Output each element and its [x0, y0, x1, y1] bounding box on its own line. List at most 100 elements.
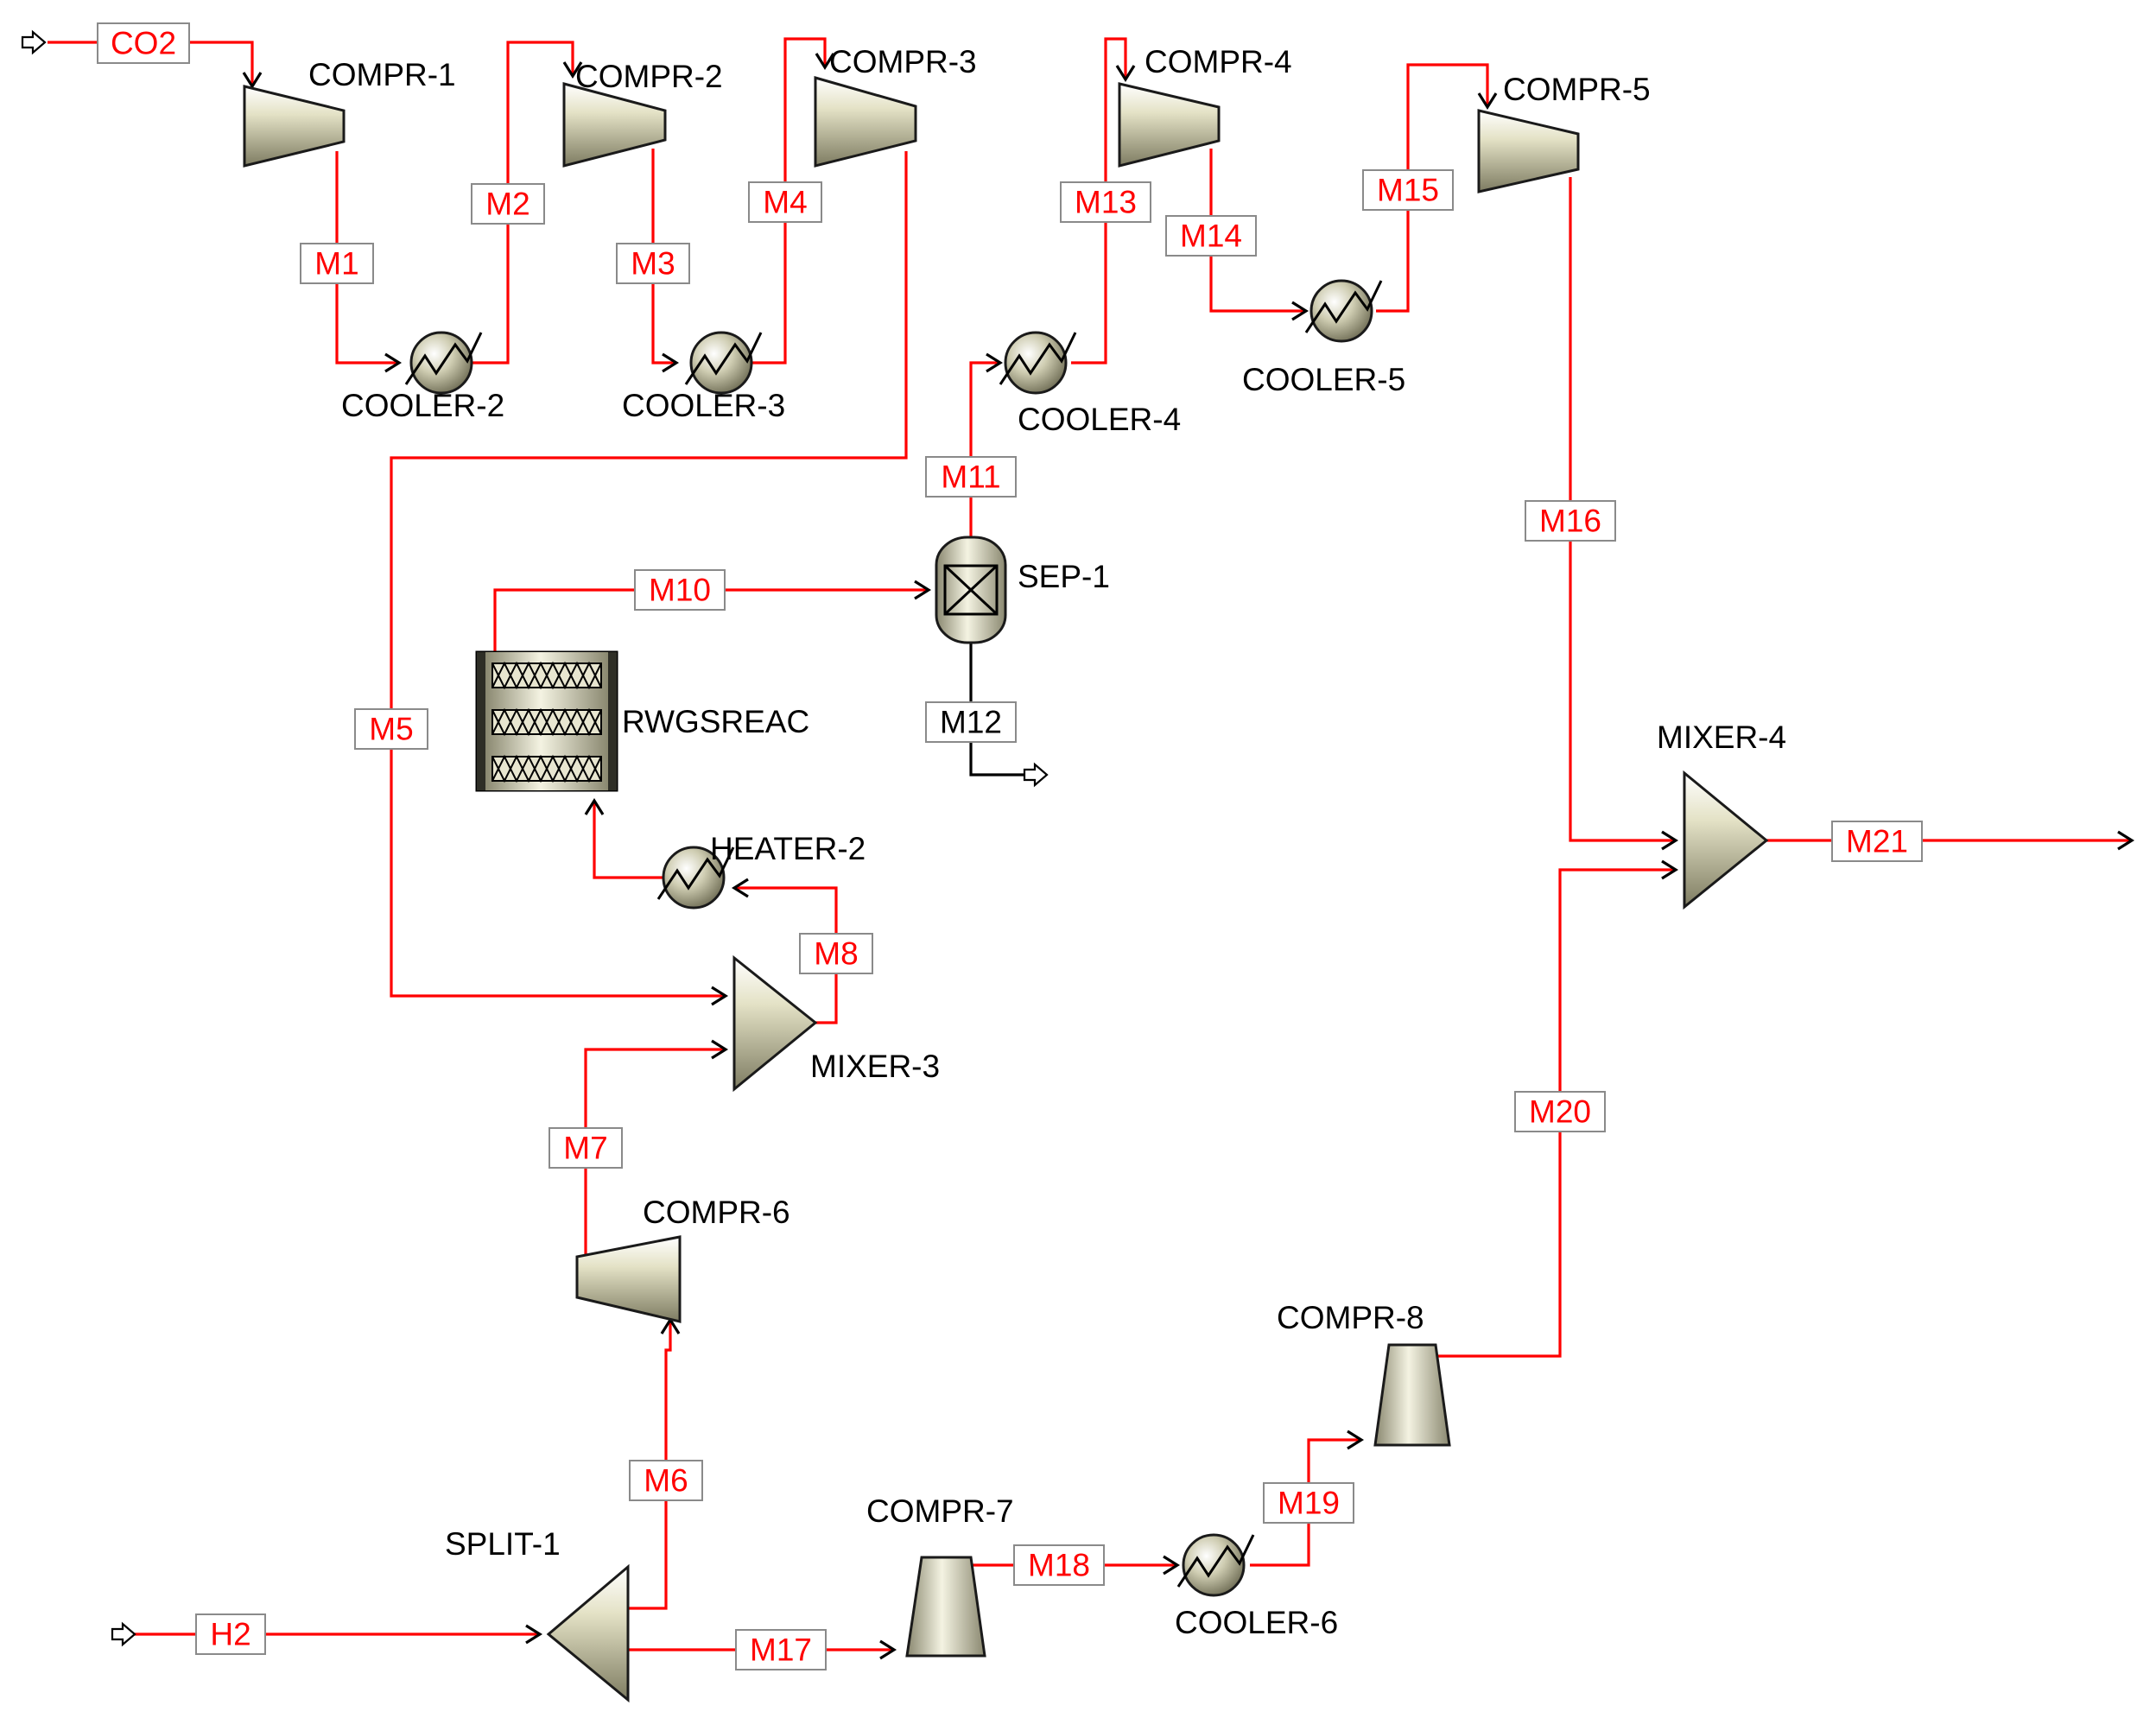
stream-label-m20[interactable]: M20 — [1514, 1091, 1606, 1132]
compr5-compressor-icon[interactable] — [1477, 109, 1580, 193]
arrowhead-icon — [1163, 1555, 1181, 1575]
compr4-compressor-icon[interactable] — [1118, 82, 1221, 168]
stream-label-co2[interactable]: CO2 — [97, 22, 190, 64]
arrowhead-icon — [1661, 830, 1679, 851]
compr7-compressor-icon[interactable] — [905, 1556, 986, 1658]
cooler5-heat-exchanger-icon[interactable] — [1304, 279, 1383, 343]
stream-label-m5-text: M5 — [369, 712, 413, 747]
stream-label-m5[interactable]: M5 — [354, 708, 428, 750]
arrowhead-icon — [584, 797, 605, 815]
stream-label-m3[interactable]: M3 — [616, 243, 690, 284]
block-label-mixer4: MIXER-4 — [1657, 720, 1786, 755]
stream-label-m4[interactable]: M4 — [748, 181, 822, 223]
stream-m2-line[interactable] — [472, 41, 574, 365]
stream-label-m1[interactable]: M1 — [300, 243, 374, 284]
stream-label-m11[interactable]: M11 — [925, 456, 1017, 498]
sep1-separator-icon[interactable] — [935, 536, 1007, 644]
arrowhead-icon — [242, 72, 263, 90]
block-label-compr6: COMPR-6 — [643, 1195, 790, 1230]
block-label-sep1: SEP-1 — [1018, 559, 1110, 594]
h2-feed-arrow-icon — [111, 1621, 136, 1647]
block-label-cooler2: COOLER-2 — [341, 388, 504, 423]
compr8-compressor-icon[interactable] — [1373, 1343, 1451, 1447]
stream-m13-line[interactable] — [1071, 37, 1127, 365]
stream-m7-line[interactable] — [584, 1048, 726, 1260]
arrowhead-icon — [711, 986, 729, 1006]
stream-label-m4-text: M4 — [763, 185, 807, 220]
block-label-compr8: COMPR-8 — [1277, 1300, 1424, 1335]
cooler6-heat-exchanger-icon[interactable] — [1176, 1533, 1255, 1597]
stream-label-m12[interactable]: M12 — [925, 701, 1017, 743]
stream-label-m21[interactable]: M21 — [1831, 821, 1923, 862]
stream-label-m8-text: M8 — [814, 936, 858, 972]
stream-label-m2[interactable]: M2 — [471, 183, 545, 225]
arrowhead-icon — [562, 61, 583, 79]
block-label-split1: SPLIT-1 — [445, 1526, 561, 1562]
stream-label-m7[interactable]: M7 — [549, 1127, 623, 1169]
block-label-compr4: COMPR-4 — [1145, 44, 1292, 79]
arrowhead-icon — [815, 53, 835, 71]
stream-m11-line[interactable] — [969, 361, 1000, 537]
arrowhead-icon — [986, 352, 1004, 373]
stream-m15-line[interactable] — [1376, 63, 1489, 313]
stream-label-m18[interactable]: M18 — [1013, 1544, 1105, 1586]
stream-label-m16[interactable]: M16 — [1525, 500, 1616, 542]
stream-label-m16-text: M16 — [1539, 504, 1601, 539]
stream-m3-line[interactable] — [651, 149, 676, 365]
stream-label-m13-text: M13 — [1075, 185, 1137, 220]
stream-label-m14[interactable]: M14 — [1165, 215, 1257, 257]
stream-label-m15[interactable]: M15 — [1362, 169, 1454, 211]
stream-m10-line[interactable] — [493, 588, 929, 654]
stream-m9-line[interactable] — [593, 801, 665, 879]
arrowhead-icon — [1477, 92, 1498, 111]
arrowhead-icon — [2117, 830, 2135, 851]
heater2-heat-exchanger-icon[interactable] — [656, 846, 735, 910]
rwgsreac-reactor-icon[interactable] — [475, 650, 618, 792]
arrowhead-icon — [1291, 301, 1309, 321]
stream-m12-line[interactable] — [969, 641, 1024, 777]
cooler4-heat-exchanger-icon[interactable] — [999, 331, 1077, 395]
compr3-compressor-icon[interactable] — [814, 76, 917, 168]
stream-m6-line[interactable] — [628, 1320, 672, 1610]
stream-label-m6[interactable]: M6 — [629, 1460, 703, 1501]
block-label-heater2: HEATER-2 — [710, 831, 866, 866]
cooler3-heat-exchanger-icon[interactable] — [684, 331, 763, 395]
block-label-compr5: COMPR-5 — [1503, 72, 1651, 107]
compr1-compressor-icon[interactable] — [243, 85, 346, 168]
stream-label-m10[interactable]: M10 — [634, 569, 726, 611]
stream-m5-line[interactable] — [390, 151, 908, 998]
stream-label-m15-text: M15 — [1377, 173, 1439, 208]
arrowhead-icon — [731, 878, 749, 898]
block-label-cooler3: COOLER-3 — [622, 388, 785, 423]
stream-label-m6-text: M6 — [644, 1463, 688, 1499]
stream-label-m13[interactable]: M13 — [1060, 181, 1151, 223]
block-label-compr3: COMPR-3 — [829, 44, 977, 79]
stream-label-m19-text: M19 — [1278, 1486, 1340, 1521]
arrowhead-icon — [914, 580, 932, 600]
co2-feed-arrow-icon — [21, 29, 47, 55]
stream-m1-line[interactable] — [335, 151, 399, 365]
stream-label-m3-text: M3 — [631, 246, 675, 282]
block-label-mixer3: MIXER-3 — [810, 1049, 940, 1084]
stream-label-m8[interactable]: M8 — [799, 933, 873, 974]
split1-splitter-icon[interactable] — [546, 1563, 630, 1703]
stream-label-h2[interactable]: H2 — [195, 1613, 266, 1655]
arrowhead-icon — [711, 1039, 729, 1060]
stream-m14-line[interactable] — [1209, 149, 1306, 313]
block-label-cooler4: COOLER-4 — [1018, 402, 1181, 437]
mixer4-mixer-icon[interactable] — [1683, 770, 1769, 910]
arrowhead-icon — [525, 1624, 543, 1645]
compr2-compressor-icon[interactable] — [562, 82, 667, 168]
compr6-compressor-icon[interactable] — [575, 1235, 682, 1323]
stream-m16-line[interactable] — [1569, 177, 1676, 842]
stream-label-m19[interactable]: M19 — [1263, 1482, 1354, 1524]
stream-label-m17[interactable]: M17 — [735, 1629, 827, 1670]
stream-label-m12-text: M12 — [940, 705, 1002, 740]
stream-m4-line[interactable] — [749, 37, 827, 365]
stream-label-m7-text: M7 — [563, 1131, 607, 1166]
block-label-cooler5: COOLER-5 — [1242, 362, 1405, 397]
cooler2-heat-exchanger-icon[interactable] — [404, 331, 483, 395]
mixer3-mixer-icon[interactable] — [732, 954, 818, 1093]
arrowhead-icon — [384, 352, 403, 373]
